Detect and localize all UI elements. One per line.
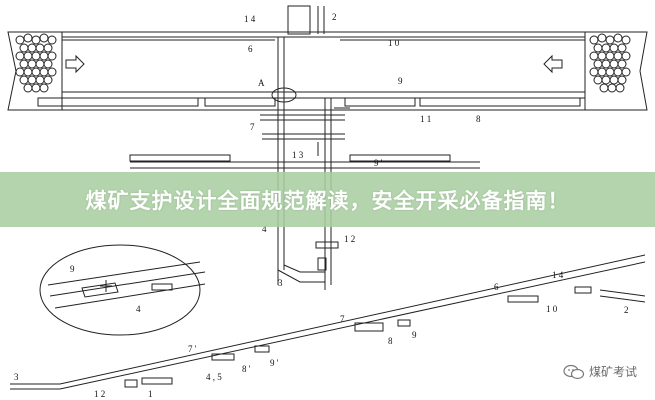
section-label-6: 6 xyxy=(494,282,499,292)
banner-title: 煤矿支护设计全面规范解读，安全开采必备指南！ xyxy=(85,188,570,213)
detail-label-4: 4 xyxy=(136,304,141,314)
diagram-labels: 1 4 2 6 1 0 A 9 7 1 1 8 1 3 9 ' 4 1 2 3 … xyxy=(14,12,629,399)
wechat-icon xyxy=(563,364,585,379)
label-14: 1 4 xyxy=(244,14,256,24)
label-10: 1 0 xyxy=(388,38,400,48)
watermark-text: 煤矿考试 xyxy=(588,365,637,379)
detail-label-9: 9 xyxy=(70,264,75,274)
section-label-2: 2 xyxy=(624,305,629,315)
shaft-system xyxy=(260,5,350,290)
label-13: 1 3 xyxy=(292,150,304,160)
flow-arrow-right-icon xyxy=(65,54,85,74)
label-12: 1 2 xyxy=(344,234,355,244)
detail-view-circle xyxy=(39,244,206,336)
label-A: A xyxy=(258,78,265,88)
title-banner: 煤矿支护设计全面规范解读，安全开采必备指南！ xyxy=(0,172,655,227)
section-label-12: 1 2 xyxy=(94,389,105,399)
label-9: 9 xyxy=(398,76,403,86)
label-8: 8 xyxy=(476,114,481,124)
section-label-8-prime: 8 ' xyxy=(242,364,251,374)
coal-rubble-left xyxy=(15,33,57,93)
section-label-1: 1 xyxy=(148,389,153,399)
section-label-7-prime: 7 ' xyxy=(188,344,197,354)
section-profile xyxy=(10,254,646,390)
watermark: 煤矿考试 xyxy=(563,363,637,380)
section-label-8: 8 xyxy=(388,336,393,346)
label-3: 3 xyxy=(278,278,283,288)
section-label-45: 4 , 5 xyxy=(206,372,222,382)
label-11: 1 1 xyxy=(420,114,431,124)
main-roadway-plan xyxy=(7,31,648,111)
label-6: 6 xyxy=(248,44,253,54)
flow-arrow-left-icon xyxy=(543,54,563,74)
section-label-3: 3 xyxy=(14,372,19,382)
section-label-7: 7 xyxy=(340,314,345,324)
section-label-9-prime: 9 ' xyxy=(270,358,279,368)
section-label-14: 1 4 xyxy=(552,270,564,280)
label-2: 2 xyxy=(332,12,337,22)
label-9-prime: 9 ' xyxy=(374,158,383,168)
coal-rubble-right xyxy=(589,33,631,93)
label-4: 4 xyxy=(262,224,267,234)
section-label-9: 9 xyxy=(412,330,417,340)
section-label-10: 1 0 xyxy=(546,304,558,314)
mid-roadway-plan xyxy=(129,154,480,169)
label-7: 7 xyxy=(250,122,255,132)
